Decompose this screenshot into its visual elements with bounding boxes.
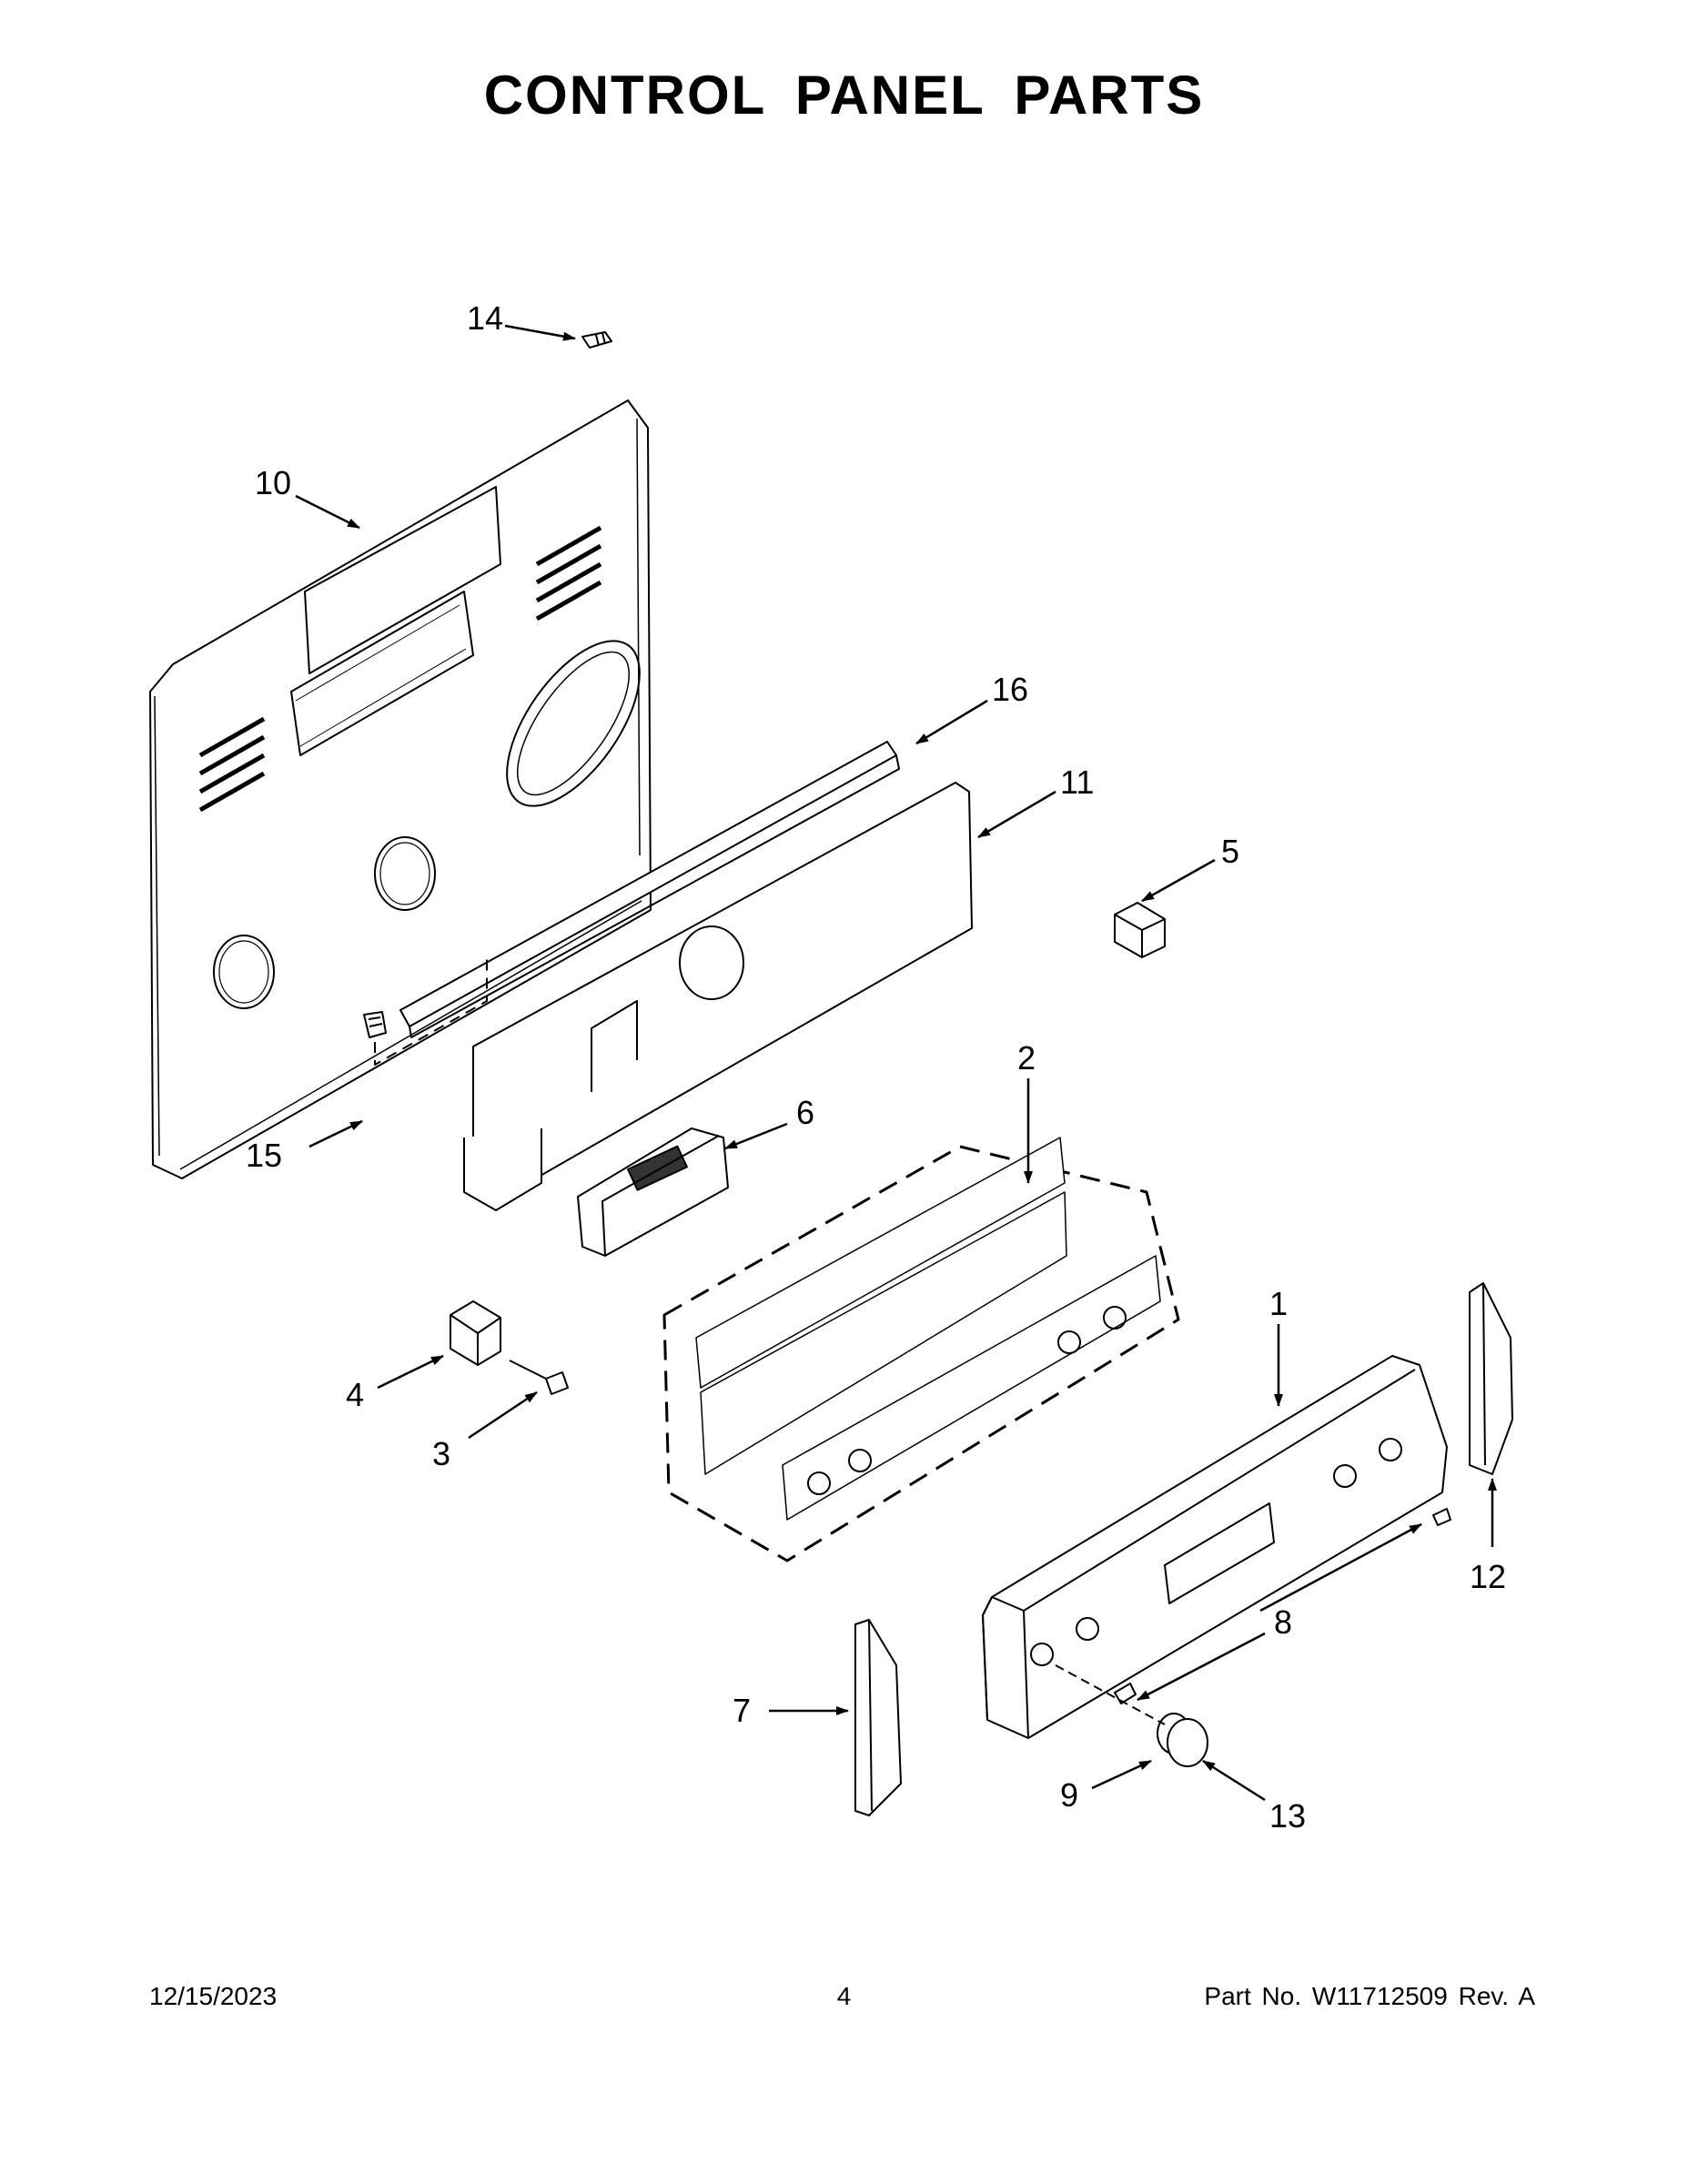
rear-panel-part — [149, 399, 652, 1179]
screw-3-part — [509, 1360, 569, 1395]
callout-12: 12 — [1470, 1558, 1506, 1595]
endcap-right-part — [1469, 1282, 1513, 1475]
page-title: CONTROL PANEL PARTS — [483, 65, 1205, 126]
callout-14: 14 — [467, 299, 503, 337]
callout-6: 6 — [796, 1094, 814, 1131]
footer-part-number: Part No. W11712509 Rev. A — [1204, 1982, 1535, 2010]
callout-4: 4 — [346, 1376, 364, 1413]
callout-8: 8 — [1274, 1603, 1292, 1641]
callout-16: 16 — [992, 671, 1028, 708]
callout-3: 3 — [432, 1435, 450, 1472]
thermostat-4-part — [450, 1300, 501, 1366]
trim-strip-part — [399, 741, 900, 1038]
callout-labels: 14 10 16 11 5 15 6 2 4 3 1 12 8 7 9 13 — [246, 299, 1506, 1835]
callout-13: 13 — [1269, 1797, 1306, 1835]
callout-11: 11 — [1060, 763, 1094, 801]
screw-14-part — [581, 331, 612, 349]
callout-5: 5 — [1221, 833, 1239, 870]
endcap-left-part — [854, 1619, 902, 1816]
knob-part — [1055, 1664, 1208, 1767]
callout-7: 7 — [733, 1692, 751, 1729]
leader-arrows — [295, 324, 1497, 1802]
callout-10: 10 — [255, 464, 291, 501]
assembly-2-outline — [662, 1137, 1180, 1562]
electronic-control-part — [577, 1127, 729, 1257]
callout-1: 1 — [1269, 1285, 1288, 1322]
panel-bracket-part — [463, 782, 973, 1211]
switch-5-part — [1114, 902, 1166, 958]
callout-2: 2 — [1017, 1039, 1036, 1077]
screw-8-part — [1114, 1508, 1451, 1704]
screw-15-part — [363, 956, 488, 1066]
callout-15: 15 — [246, 1137, 282, 1174]
footer-page-number: 4 — [836, 1982, 852, 2010]
console-1-part — [982, 1355, 1448, 1739]
callout-9: 9 — [1060, 1776, 1078, 1814]
footer-date: 12/15/2023 — [149, 1982, 278, 2010]
